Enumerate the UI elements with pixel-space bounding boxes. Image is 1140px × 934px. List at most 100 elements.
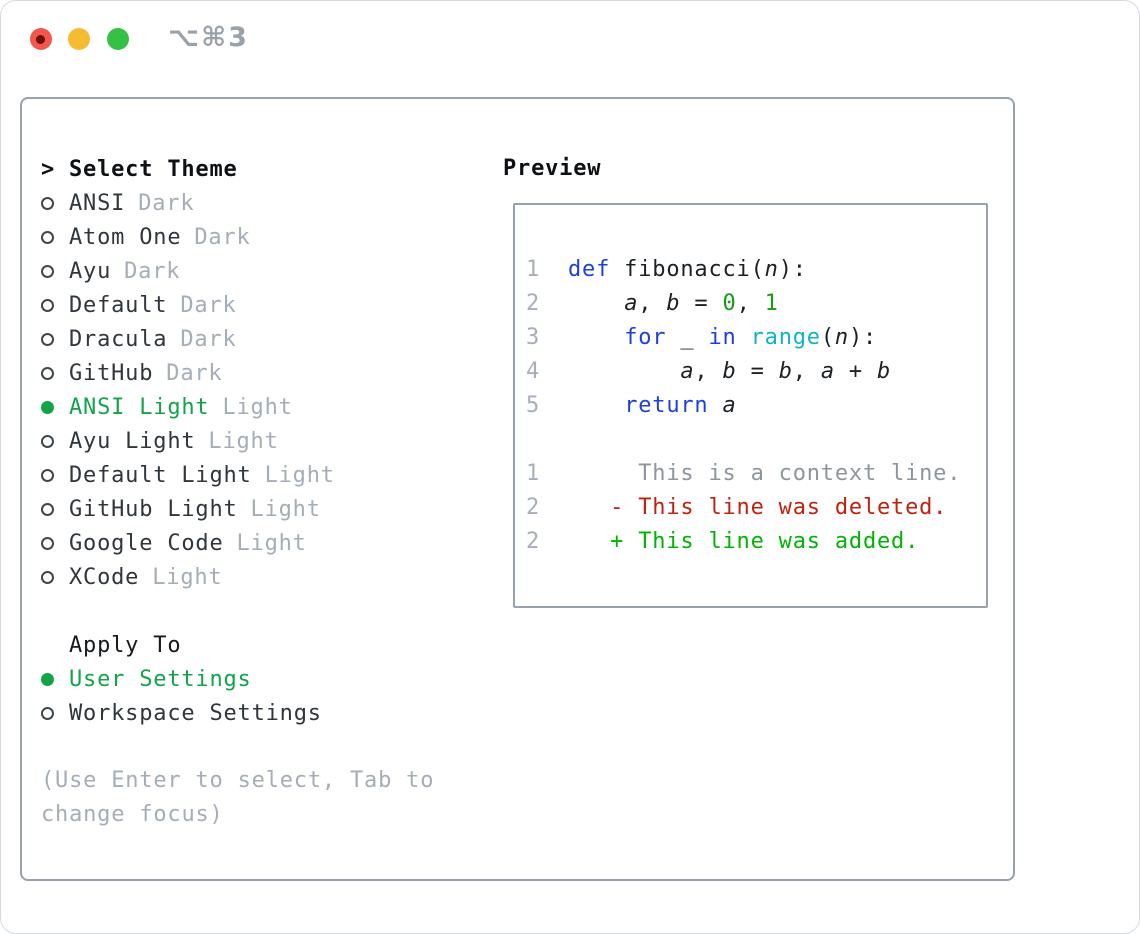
theme-variant-badge: Dark <box>124 258 181 284</box>
radio-icon <box>41 366 69 380</box>
theme-option-label: ANSI <box>69 190 126 216</box>
code-token <box>708 393 722 418</box>
apply-option-workspace-settings[interactable]: Workspace Settings <box>41 696 486 730</box>
theme-option-label: Default <box>69 292 168 318</box>
code-token: return <box>624 393 709 418</box>
theme-variant-badge: Light <box>236 530 307 556</box>
theme-option-label: Ayu Light <box>69 428 196 454</box>
apply-option-user-settings[interactable]: User Settings <box>41 662 486 696</box>
code-token: ): <box>848 325 878 350</box>
radio-icon <box>41 570 69 584</box>
line-content: return a <box>568 389 737 423</box>
code-token: 1 <box>764 291 779 316</box>
radio-icon <box>41 264 69 278</box>
code-token: a <box>820 359 835 384</box>
theme-option-xcode[interactable]: XCode Light <box>41 560 486 594</box>
radio-icon <box>41 230 69 244</box>
prompt-caret-icon: > <box>41 156 56 182</box>
theme-option-label: GitHub Light <box>69 496 238 522</box>
radio-icon <box>41 468 69 482</box>
code-line: 3 for _ in range(n): <box>526 321 986 355</box>
line-content: - This line was deleted. <box>568 491 947 525</box>
code-token: a <box>624 291 639 316</box>
line-number: 2 <box>526 291 541 316</box>
theme-option-label: XCode <box>69 564 140 590</box>
apply-option-label: User Settings <box>69 666 252 692</box>
radio-icon <box>41 332 69 346</box>
theme-variant-badge: Light <box>208 428 279 454</box>
theme-option-label: GitHub <box>69 360 154 386</box>
line-number: 3 <box>526 325 541 350</box>
code-token <box>568 291 624 316</box>
code-token: 0 <box>722 291 737 316</box>
line-content: a, b = b, a + b <box>568 355 891 389</box>
diff-deleted-line: 2 - This line was deleted. <box>526 491 986 525</box>
code-token: , <box>792 359 821 384</box>
code-line: 2 a, b = 0, 1 <box>526 287 986 321</box>
line-number: 1 <box>526 461 541 486</box>
code-token: _ <box>666 325 709 350</box>
preview-header: Preview <box>503 156 602 181</box>
code-token: b <box>722 359 737 384</box>
theme-option-atom-one[interactable]: Atom One Dark <box>41 220 486 254</box>
code-token: This is a context line. <box>568 461 962 486</box>
theme-option-google-code[interactable]: Google Code Light <box>41 526 486 560</box>
diff-context-line: 1 This is a context line. <box>526 457 986 491</box>
select-theme-header: > Select Theme <box>41 152 486 186</box>
radio-icon <box>41 706 69 720</box>
code-token: ): <box>778 257 807 282</box>
theme-variant-badge: Dark <box>166 360 223 386</box>
theme-option-label: Ayu <box>69 258 112 284</box>
code-token: n <box>834 325 849 350</box>
theme-option-ayu[interactable]: Ayu Dark <box>41 254 486 288</box>
theme-option-label: Google Code <box>69 530 224 556</box>
code-token <box>737 325 751 350</box>
theme-variant-badge: Light <box>152 564 223 590</box>
minimize-button[interactable] <box>68 28 90 50</box>
radio-selected-icon <box>41 672 69 686</box>
theme-option-label: ANSI Light <box>69 394 210 420</box>
code-token: a <box>722 393 737 418</box>
code-line: 5 return a <box>526 389 986 423</box>
code-token: b <box>666 291 681 316</box>
theme-variant-badge: Dark <box>194 224 251 250</box>
code-token: = <box>680 291 723 316</box>
close-dot-icon <box>36 35 45 44</box>
code-token: = <box>736 359 779 384</box>
code-token: , <box>694 359 723 384</box>
code-token: + <box>834 359 878 384</box>
diff-added-line: 2 + This line was added. <box>526 525 986 559</box>
line-number: 2 <box>526 495 541 520</box>
blank-line <box>526 423 986 457</box>
line-content: for _ in range(n): <box>568 321 877 355</box>
code-token: fibonacci( <box>610 257 765 282</box>
code-token: n <box>764 257 779 282</box>
close-button[interactable] <box>30 28 52 50</box>
code-token: b <box>778 359 793 384</box>
code-token: - This line was deleted. <box>568 495 948 520</box>
theme-option-github[interactable]: GitHub Dark <box>41 356 486 390</box>
code-token: ( <box>820 325 835 350</box>
code-token: range <box>750 325 821 350</box>
code-token: a <box>680 359 695 384</box>
line-content: a, b = 0, 1 <box>568 287 779 321</box>
theme-option-ayu-light[interactable]: Ayu Light Light <box>41 424 486 458</box>
zoom-button[interactable] <box>107 28 129 50</box>
line-number: 5 <box>526 393 541 418</box>
radio-icon <box>41 298 69 312</box>
select-theme-label: Select Theme <box>69 156 238 182</box>
code-token: in <box>708 325 737 350</box>
radio-icon <box>41 434 69 448</box>
line-content: This is a context line. <box>568 457 961 491</box>
theme-option-label: Atom One <box>69 224 182 250</box>
